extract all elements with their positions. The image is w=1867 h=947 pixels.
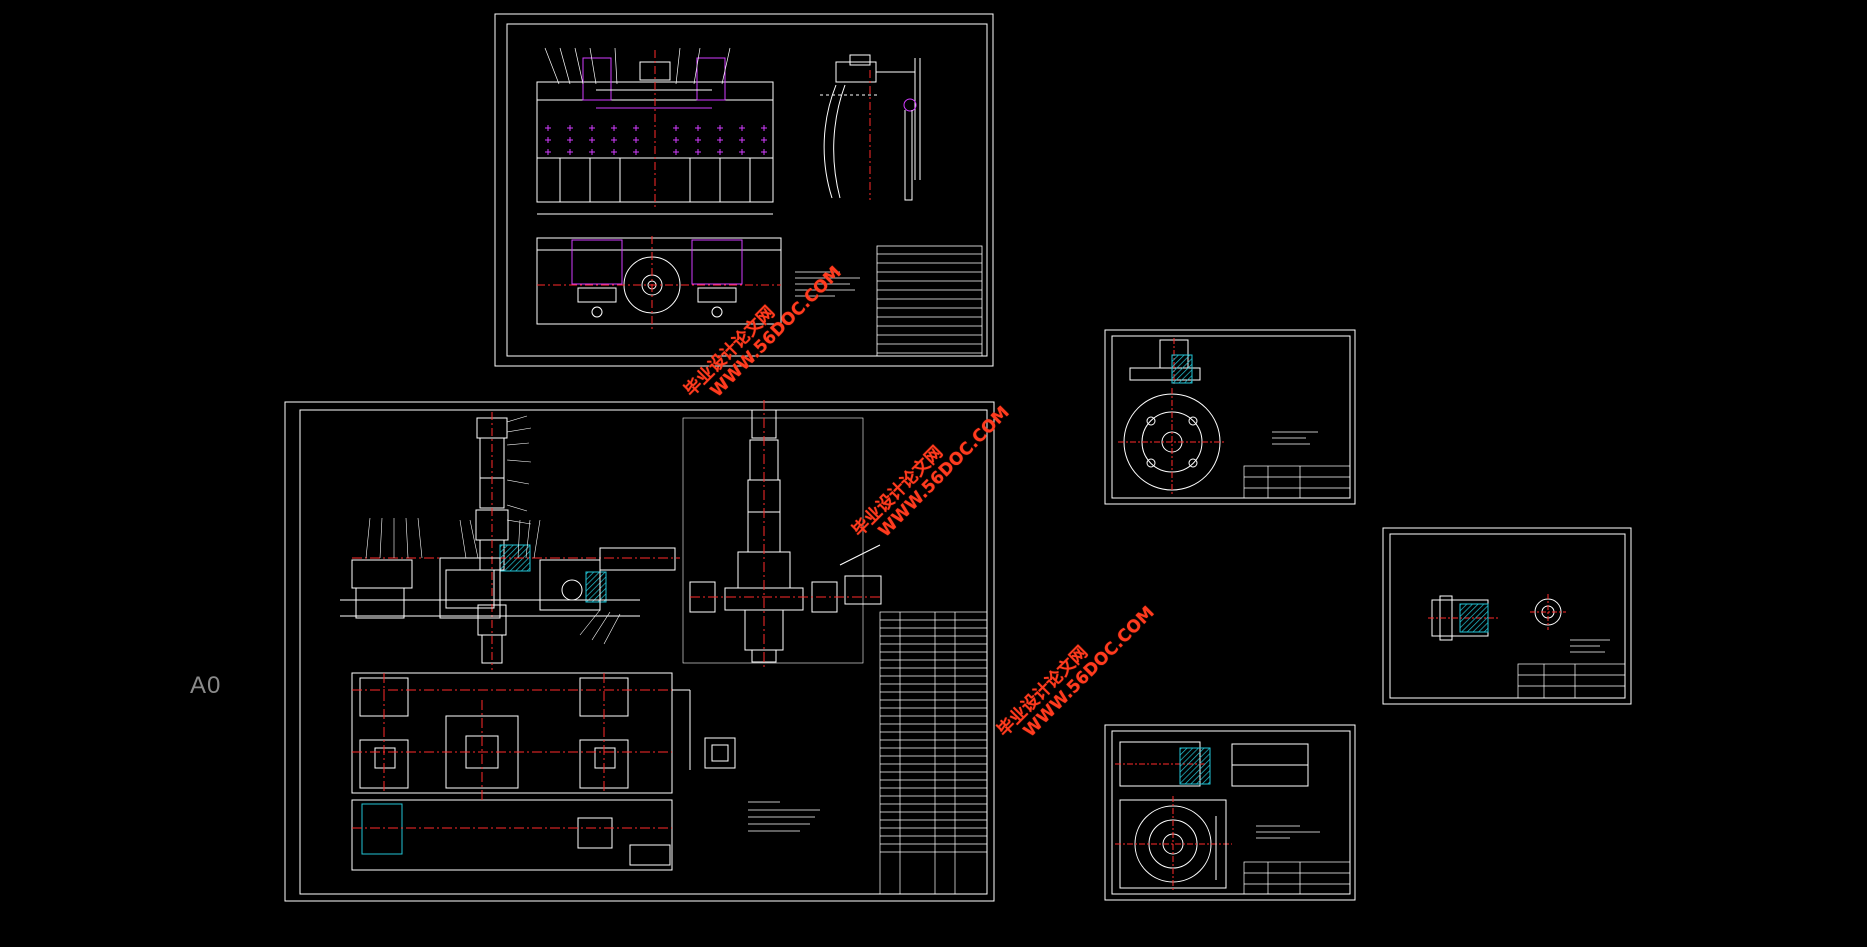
sheet-top-assembly[interactable] bbox=[494, 13, 994, 367]
title-block-1 bbox=[876, 245, 983, 357]
flange-plan bbox=[1118, 388, 1226, 496]
parts-list bbox=[879, 611, 988, 895]
title-block-5 bbox=[1243, 825, 1351, 895]
wheel-hatch bbox=[1179, 747, 1211, 785]
sheet-size-label: A0 bbox=[190, 672, 222, 699]
upper-column bbox=[475, 412, 532, 670]
sheet-main-assembly[interactable] bbox=[284, 400, 995, 902]
wheel-plan bbox=[1115, 796, 1232, 892]
top-view bbox=[536, 236, 782, 330]
sheet-wheel-part[interactable] bbox=[1104, 724, 1356, 901]
shaft-end-view bbox=[1530, 594, 1566, 630]
side-view bbox=[820, 54, 921, 201]
front-view-crosses bbox=[545, 125, 767, 155]
plan-view bbox=[351, 672, 736, 871]
side-elevation bbox=[682, 400, 882, 670]
sheet-shaft-part[interactable] bbox=[1382, 527, 1632, 705]
wheel-section bbox=[1115, 741, 1309, 787]
shaft-hatch bbox=[1459, 603, 1489, 633]
front-view bbox=[536, 47, 774, 215]
title-block-3 bbox=[1243, 431, 1351, 499]
conveyor-line bbox=[340, 517, 680, 645]
notes-block bbox=[795, 271, 860, 297]
sheet-flange-part[interactable] bbox=[1104, 329, 1356, 505]
title-block-4 bbox=[1517, 639, 1626, 699]
hatched-section-right bbox=[585, 571, 607, 603]
flange-hatch bbox=[1171, 354, 1193, 384]
notes-main bbox=[748, 801, 820, 832]
